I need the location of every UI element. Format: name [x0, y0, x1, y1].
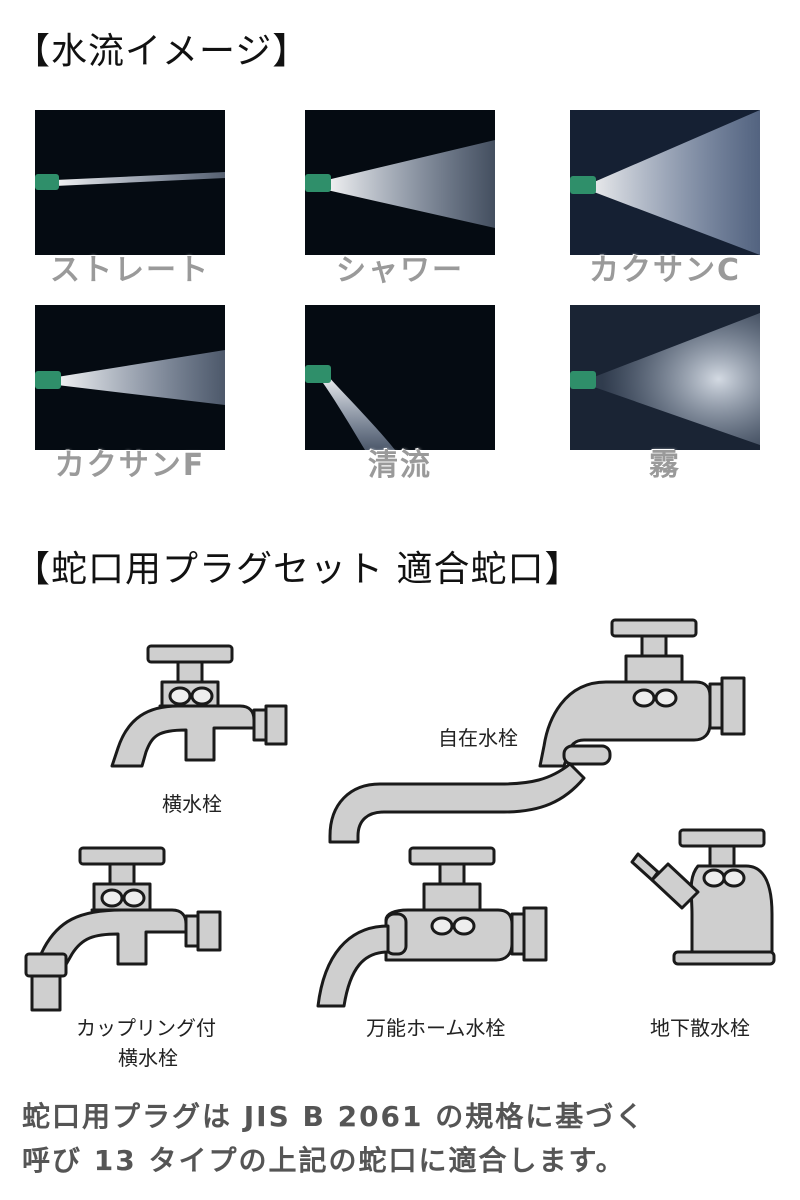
spray-image [35, 305, 225, 450]
spray-photo-diffuse-f: カクサンF [35, 305, 225, 483]
faucet-label-coupling-line2: 横水栓 [118, 1046, 178, 1070]
faucet-label-universal: 万能ホーム水栓 [366, 1016, 506, 1040]
note-line-2: 呼び 13 タイプの上記の蛇口に適合します。 [22, 1144, 626, 1177]
note-line-1: 蛇口用プラグは JIS B 2061 の規格に基づく [22, 1100, 646, 1133]
faucet-universal-illustration [312, 840, 562, 1015]
pattern-label: シャワー [336, 253, 464, 288]
faucet-horizontal-illustration [100, 638, 300, 783]
faucet-swivel-illustration [322, 612, 762, 852]
spray-photo-diffuse-c: カクサンC [570, 110, 760, 288]
spray-photo-straight: ストレート [35, 110, 225, 288]
spray-image [570, 110, 760, 255]
pattern-label: ストレート [50, 253, 210, 288]
faucet-label-underground: 地下散水栓 [650, 1016, 750, 1040]
spray-image [305, 305, 495, 450]
faucet-label-horizontal: 横水栓 [162, 792, 222, 816]
spray-photo-shower: シャワー [305, 110, 495, 288]
section-title-water-flow: 【水流イメージ】 [14, 31, 310, 72]
section-title-compatible-faucets: 【蛇口用プラグセット 適合蛇口】 [14, 549, 582, 590]
pattern-label: 霧 [649, 448, 681, 483]
compatibility-note: 蛇口用プラグは JIS B 2061 の規格に基づく 呼び 13 タイプの上記の… [22, 1095, 782, 1183]
pattern-label: カクサンF [54, 448, 206, 483]
spray-image [570, 305, 760, 450]
faucet-underground-illustration [628, 822, 778, 972]
spray-image [35, 110, 225, 255]
pattern-label: カクサンC [588, 253, 742, 288]
faucet-label-coupling-line1: カップリング付 [76, 1016, 216, 1040]
spray-photo-mist: 霧 [570, 305, 760, 483]
faucet-label-swivel: 自在水栓 [438, 726, 518, 750]
spray-photo-stream: 清流 [305, 305, 495, 483]
pattern-label: 清流 [368, 448, 432, 483]
faucet-coupling-illustration [22, 840, 232, 1015]
spray-image [305, 110, 495, 255]
